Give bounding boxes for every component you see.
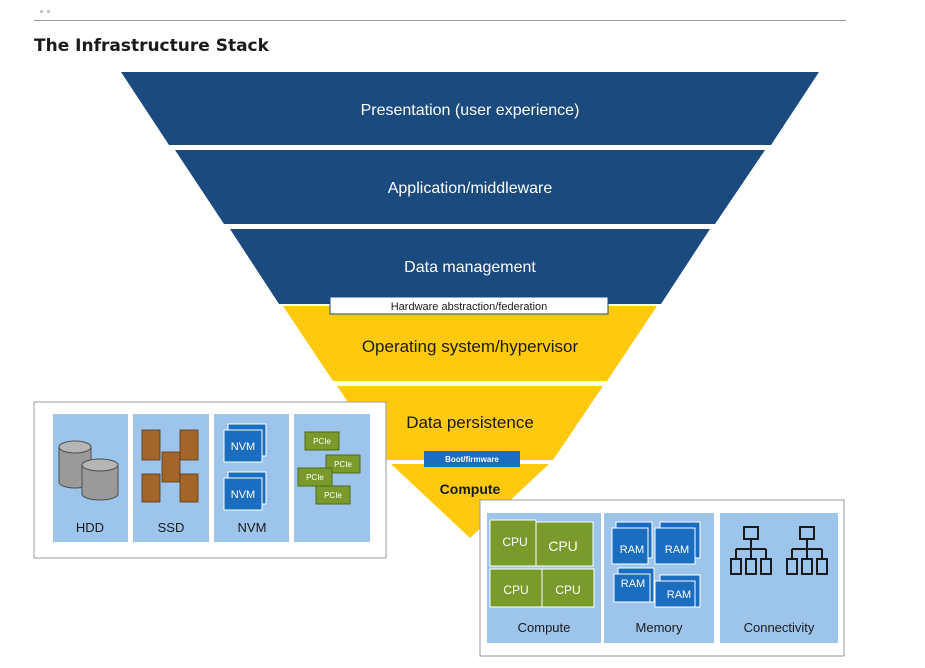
pcie-card-text-3: PCIe (306, 473, 324, 482)
nvm-card-text-2: NVM (231, 489, 255, 501)
header-dots (40, 0, 80, 13)
compute-tile-connectivity (720, 513, 838, 643)
header-rule (34, 20, 846, 21)
layer-presentation (121, 72, 819, 145)
layer-operating-system (283, 306, 657, 381)
nvm-icon (223, 423, 267, 511)
nvm-card-text-1: NVM (231, 441, 255, 453)
pcie-icon (297, 431, 361, 505)
cpu-icon (489, 519, 595, 608)
layer-presentation-label: Presentation (user experience) (361, 102, 580, 119)
ram-card-text-3: RAM (621, 578, 645, 590)
boot-firmware-bar (424, 451, 520, 467)
ram-card-text-2: RAM (665, 544, 689, 556)
layer-operating-system-label: Operating system/hypervisor (362, 337, 579, 356)
cpu-card-text-1: CPU (502, 535, 527, 549)
layer-application (175, 150, 765, 224)
hdd-icon (58, 440, 119, 501)
storage-label-nvm: NVM (238, 520, 267, 535)
layer-compute (391, 464, 549, 538)
cpu-card-text-2: CPU (548, 538, 578, 554)
compute-label-ram: Memory (636, 620, 683, 635)
cpu-card-text-4: CPU (555, 583, 580, 597)
hw-abstraction-bar (329, 296, 609, 315)
layer-application-label: Application/middleware (388, 180, 553, 197)
page-title: The Infrastructure Stack (34, 36, 269, 56)
storage-label-hdd: HDD (76, 520, 104, 535)
cpu-card-text-3: CPU (503, 583, 528, 597)
pcie-card-text-4: PCIe (324, 491, 342, 500)
pcie-card-text-2: PCIe (334, 460, 352, 469)
layer-data-persistence-label: Data persistence (406, 413, 534, 432)
layer-data-management-label: Data management (404, 259, 536, 276)
ssd-icon (141, 429, 199, 503)
compute-label-connectivity: Connectivity (744, 620, 815, 635)
ram-card-text-4: RAM (667, 589, 691, 601)
hw-abstraction-label: Hardware abstraction/federation (391, 301, 548, 313)
layer-data-management (230, 229, 710, 304)
network-icon (730, 526, 828, 575)
boot-firmware-label: Boot/firmware (445, 455, 499, 464)
pcie-card-text-1: PCIe (313, 437, 331, 446)
ram-icon (611, 521, 701, 608)
ram-card-text-1: RAM (620, 544, 644, 556)
layer-data-persistence (337, 386, 603, 460)
layer-compute-label: Compute (440, 481, 501, 497)
storage-label-ssd: SSD (158, 520, 185, 535)
compute-label-cpu: Compute (518, 620, 571, 635)
